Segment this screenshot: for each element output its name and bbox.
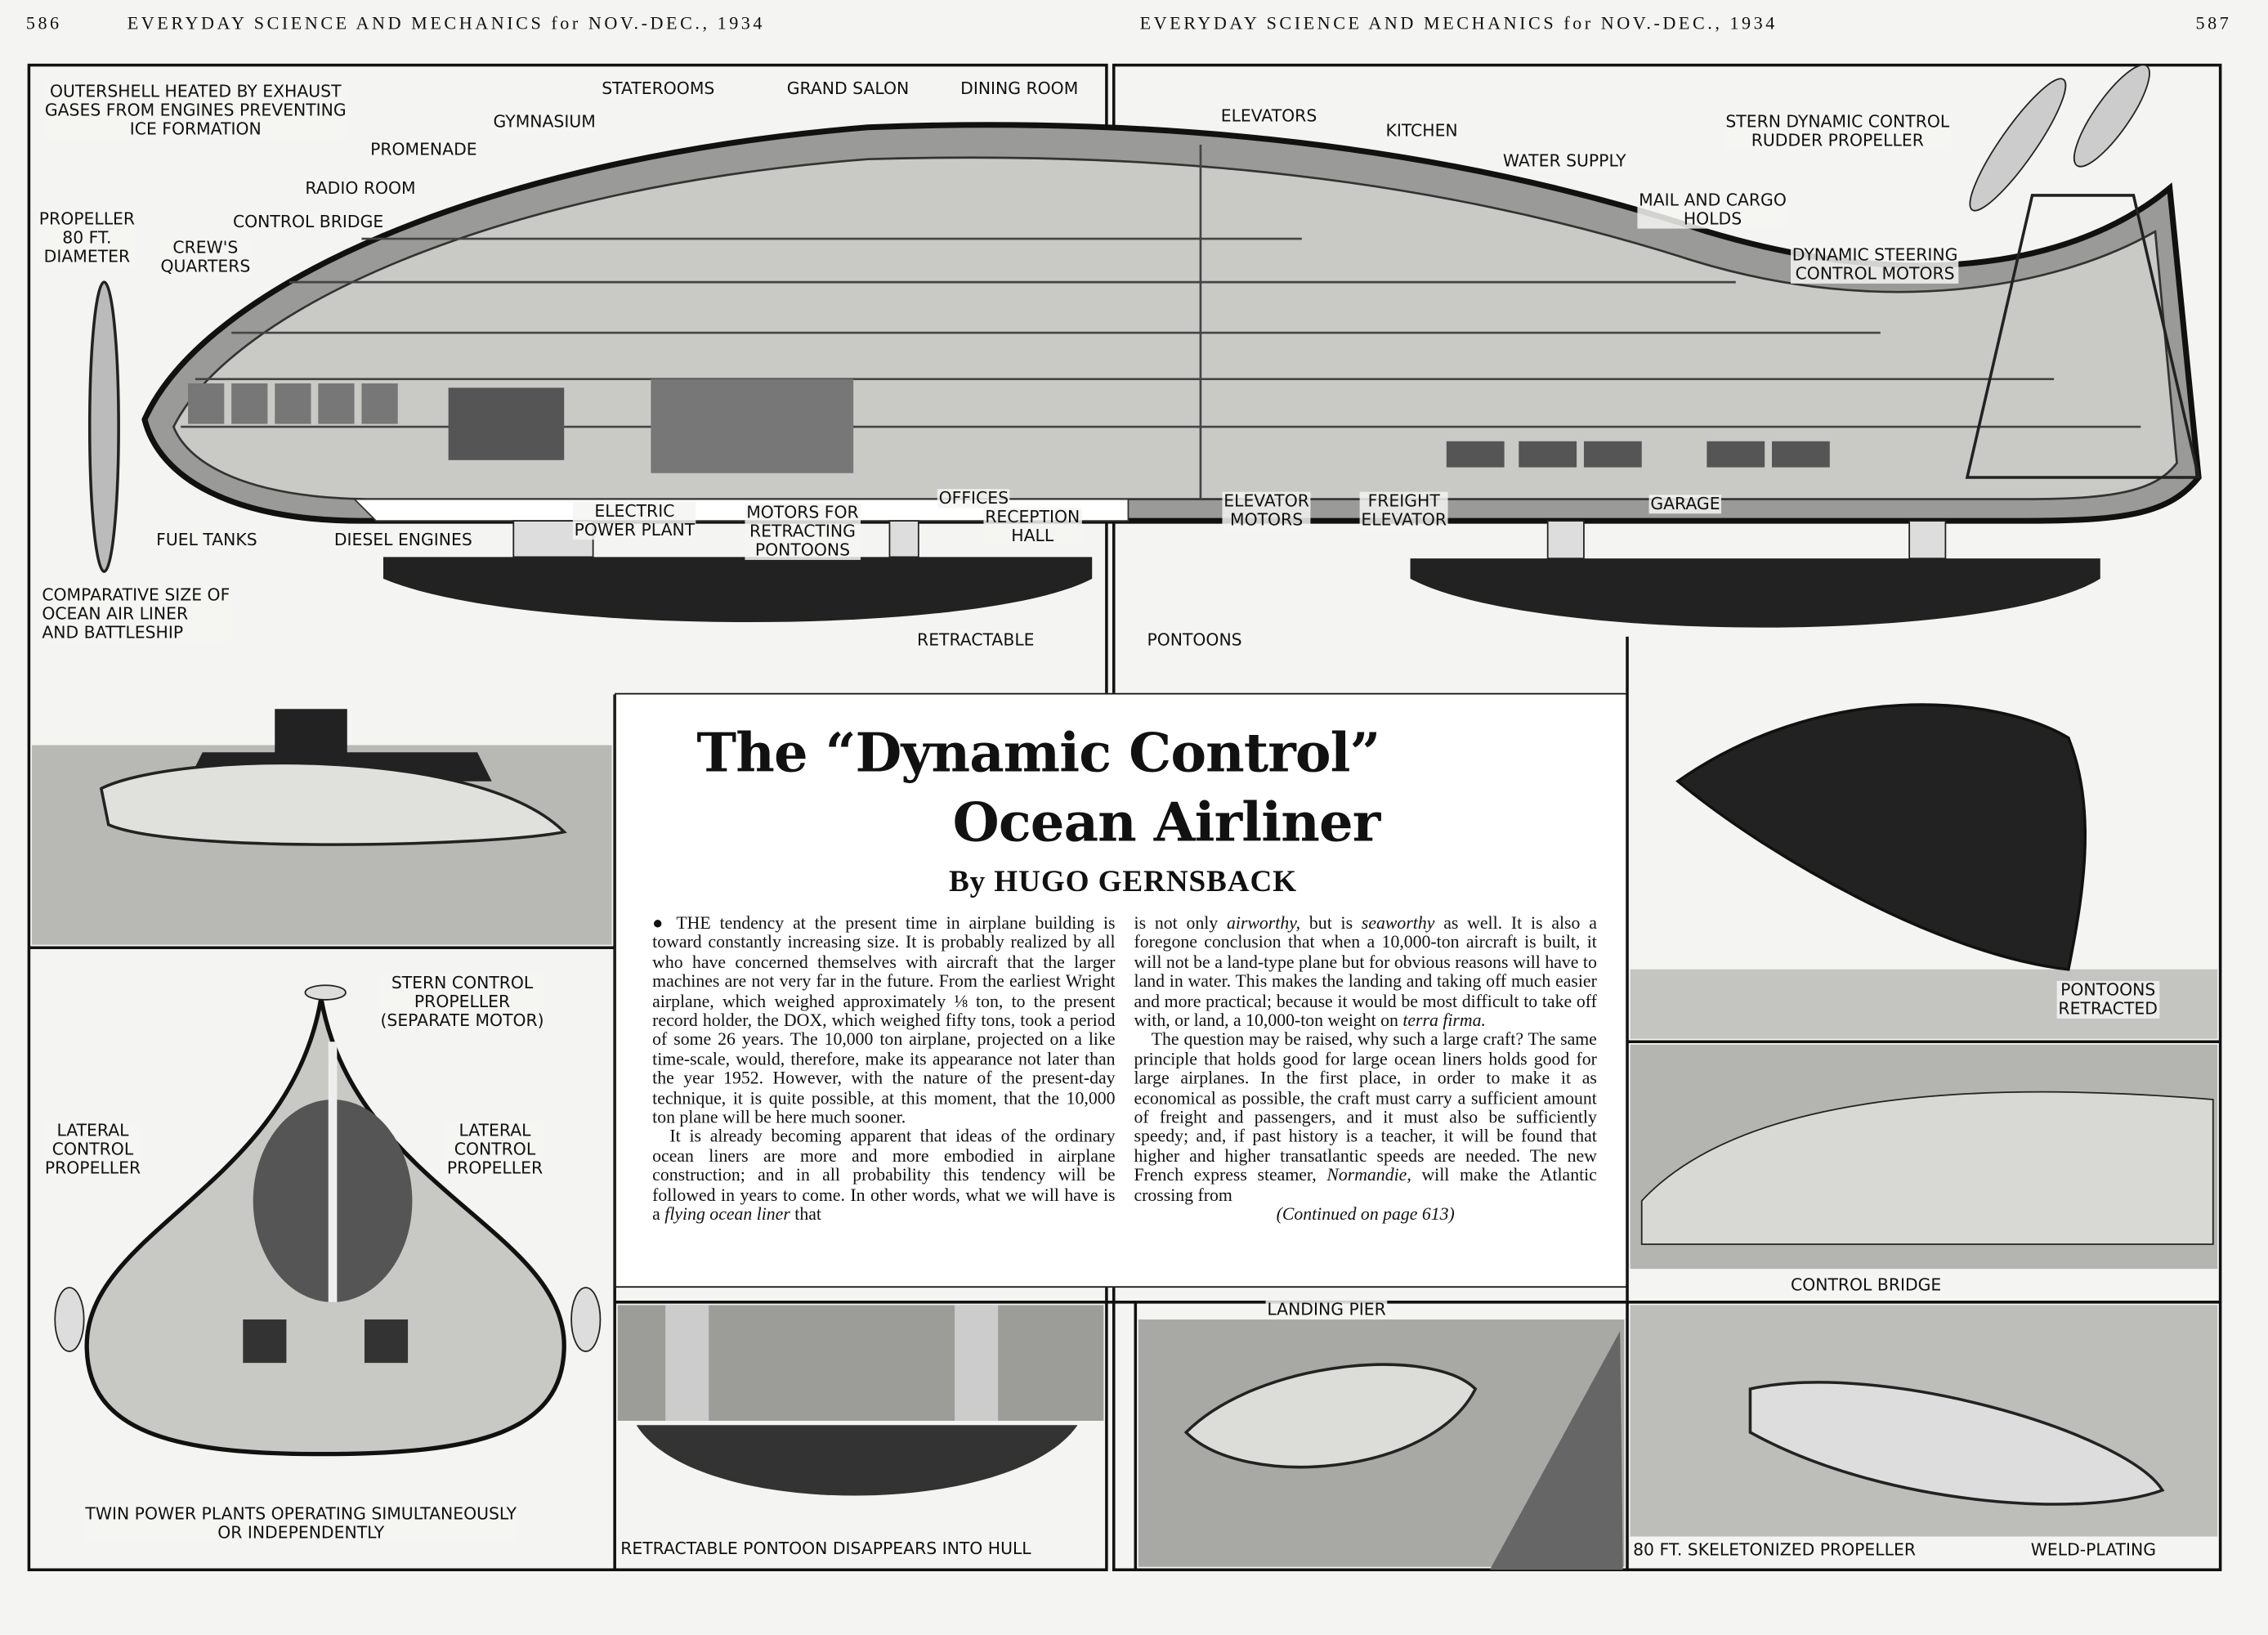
right-page-number: 587 — [2195, 12, 2232, 34]
label-garage: GARAGE — [1648, 493, 1722, 514]
paragraph: The question may be raised, why such a l… — [1134, 1029, 1597, 1206]
label-staterooms: STATEROOMS — [600, 78, 717, 99]
right-running-head: EVERYDAY SCIENCE AND MECHANICS for NOV.-… — [1139, 12, 1778, 34]
label-comparison: COMPARATIVE SIZE OF OCEAN AIR LINER AND … — [40, 584, 232, 643]
paragraph: ● THE tendency at the present time in ai… — [652, 912, 1116, 1128]
label-grand-salon: GRAND SALON — [785, 78, 911, 99]
label-pontoons: PONTOONS — [1145, 629, 1244, 650]
caption-skeleton-propeller: 80 FT. SKELETONIZED PROPELLER — [1631, 1539, 1917, 1560]
paragraph-text: The question may be raised, why such a l… — [1134, 1029, 1597, 1185]
label-promenade: PROMENADE — [369, 138, 479, 159]
label-lateral-right: LATERAL CONTROL PROPELLER — [445, 1119, 544, 1178]
label-freight-elevator: FREIGHT ELEVATOR — [1359, 490, 1448, 530]
control-bridge-illustration — [1630, 1044, 2218, 1270]
battleship-comparison-illustration — [31, 709, 612, 945]
article-column-1: ● THE tendency at the present time in ai… — [652, 912, 1116, 1225]
landing-pier-illustration — [1138, 1319, 1625, 1570]
stern-tower — [1965, 194, 2201, 479]
stern-propeller — [2073, 64, 2150, 168]
label-propeller: PROPELLER 80 FT. DIAMETER — [38, 208, 136, 267]
caption-weld-plating: WELD-PLATING — [2029, 1539, 2158, 1560]
pontoons — [382, 520, 2100, 628]
label-diesel-engines: DIESEL ENGINES — [333, 529, 474, 550]
fuel-tanks — [188, 379, 854, 473]
paragraph-text: It is already becoming apparent that ide… — [652, 1126, 1116, 1225]
pontoon-detail-illustration — [617, 1305, 1104, 1496]
article-column-2: is not only airworthy, but is seaworthy … — [1134, 912, 1597, 1225]
paragraph-text: that — [790, 1203, 821, 1225]
label-lateral-left: LATERAL CONTROL PROPELLER — [43, 1119, 142, 1178]
garage-cars — [1446, 441, 1830, 468]
emphasis: seaworthy — [1361, 912, 1435, 934]
paragraph-text: THE tendency at the present time in airp… — [652, 912, 1116, 1127]
paragraph-text: is not only — [1134, 912, 1228, 934]
airliner-cutaway — [87, 64, 2202, 573]
article-title-line1: The “Dynamic Control” — [696, 720, 1380, 785]
label-twin-power: TWIN POWER PLANTS OPERATING SIMULTANEOUS… — [83, 1503, 518, 1543]
emphasis: flying ocean liner — [664, 1203, 790, 1225]
label-dining-room: DINING ROOM — [959, 78, 1080, 99]
label-water-supply: WATER SUPPLY — [1501, 150, 1628, 171]
caption-control-bridge: CONTROL BRIDGE — [1789, 1274, 1944, 1295]
label-pontoons-retracted: PONTOONS RETRACTED — [2056, 979, 2159, 1019]
bullet: ● — [652, 912, 668, 934]
label-stern-rudder: STERN DYNAMIC CONTROL RUDDER PROPELLER — [1724, 111, 1951, 151]
label-radio-room: RADIO ROOM — [303, 177, 418, 199]
label-kitchen: KITCHEN — [1384, 119, 1460, 141]
label-mail-cargo: MAIL AND CARGO HOLDS — [1637, 189, 1788, 229]
label-reception-hall: RECEPTION HALL — [983, 506, 1082, 546]
label-motors-pontoons: MOTORS FOR RETRACTING PONTOONS — [745, 502, 861, 560]
pontoon-right — [1410, 558, 2100, 628]
stern-propeller — [1969, 78, 2067, 212]
article-title-line2: Ocean Airliner — [952, 790, 1381, 854]
truss-band — [352, 498, 1130, 522]
label-retractable: RETRACTABLE — [915, 629, 1036, 650]
label-electric-power-plant: ELECTRIC POWER PLANT — [572, 500, 696, 540]
hangar-illustration — [1630, 1305, 2218, 1537]
continued-note[interactable]: (Continued on page 613) — [1276, 1203, 1455, 1225]
label-elevator-motors: ELEVATOR MOTORS — [1222, 490, 1311, 530]
pontoon-left — [382, 557, 1093, 623]
caption-landing-pier: LANDING PIER — [1265, 1299, 1388, 1320]
label-gymnasium: GYMNASIUM — [491, 111, 597, 132]
paragraph: is not only airworthy, but is seaworthy … — [1134, 912, 1597, 1031]
label-elevators: ELEVATORS — [1219, 105, 1319, 126]
article-box: The “Dynamic Control” Ocean Airliner By … — [615, 692, 1628, 1288]
paragraph: It is already becoming apparent that ide… — [652, 1126, 1116, 1225]
emphasis: Normandie, — [1326, 1165, 1411, 1185]
left-running-head: EVERYDAY SCIENCE AND MECHANICS for NOV.-… — [127, 12, 766, 34]
front-view-diagram — [54, 984, 602, 1457]
label-control-bridge: CONTROL BRIDGE — [231, 211, 385, 232]
article-byline: By HUGO GERNSBACK — [948, 863, 1297, 899]
left-page-number: 586 — [25, 12, 62, 34]
label-fuel-tanks: FUEL TANKS — [154, 529, 259, 550]
label-offices: OFFICES — [937, 487, 1010, 508]
bow-propeller — [87, 280, 120, 573]
emphasis: terra firma. — [1402, 1010, 1486, 1031]
emphasis: airworthy, — [1227, 912, 1301, 934]
paragraph-text: will make the Atlantic crossing from — [1134, 1165, 1597, 1205]
label-crews-quarters: CREW'S QUARTERS — [159, 237, 253, 277]
label-steering-motors: DYNAMIC STEERING CONTROL MOTORS — [1791, 244, 1960, 284]
paragraph-text: but is — [1300, 912, 1362, 934]
caption-pontoon-detail: RETRACTABLE PONTOON DISAPPEARS INTO HULL — [619, 1538, 1033, 1559]
paragraph-text: as well. It is also a foregone conclusio… — [1134, 912, 1597, 1031]
label-outershell: OUTERSHELL HEATED BY EXHAUST GASES FROM … — [43, 81, 348, 139]
label-stern-control-propeller: STERN CONTROL PROPELLER (SEPARATE MOTOR) — [378, 972, 546, 1031]
